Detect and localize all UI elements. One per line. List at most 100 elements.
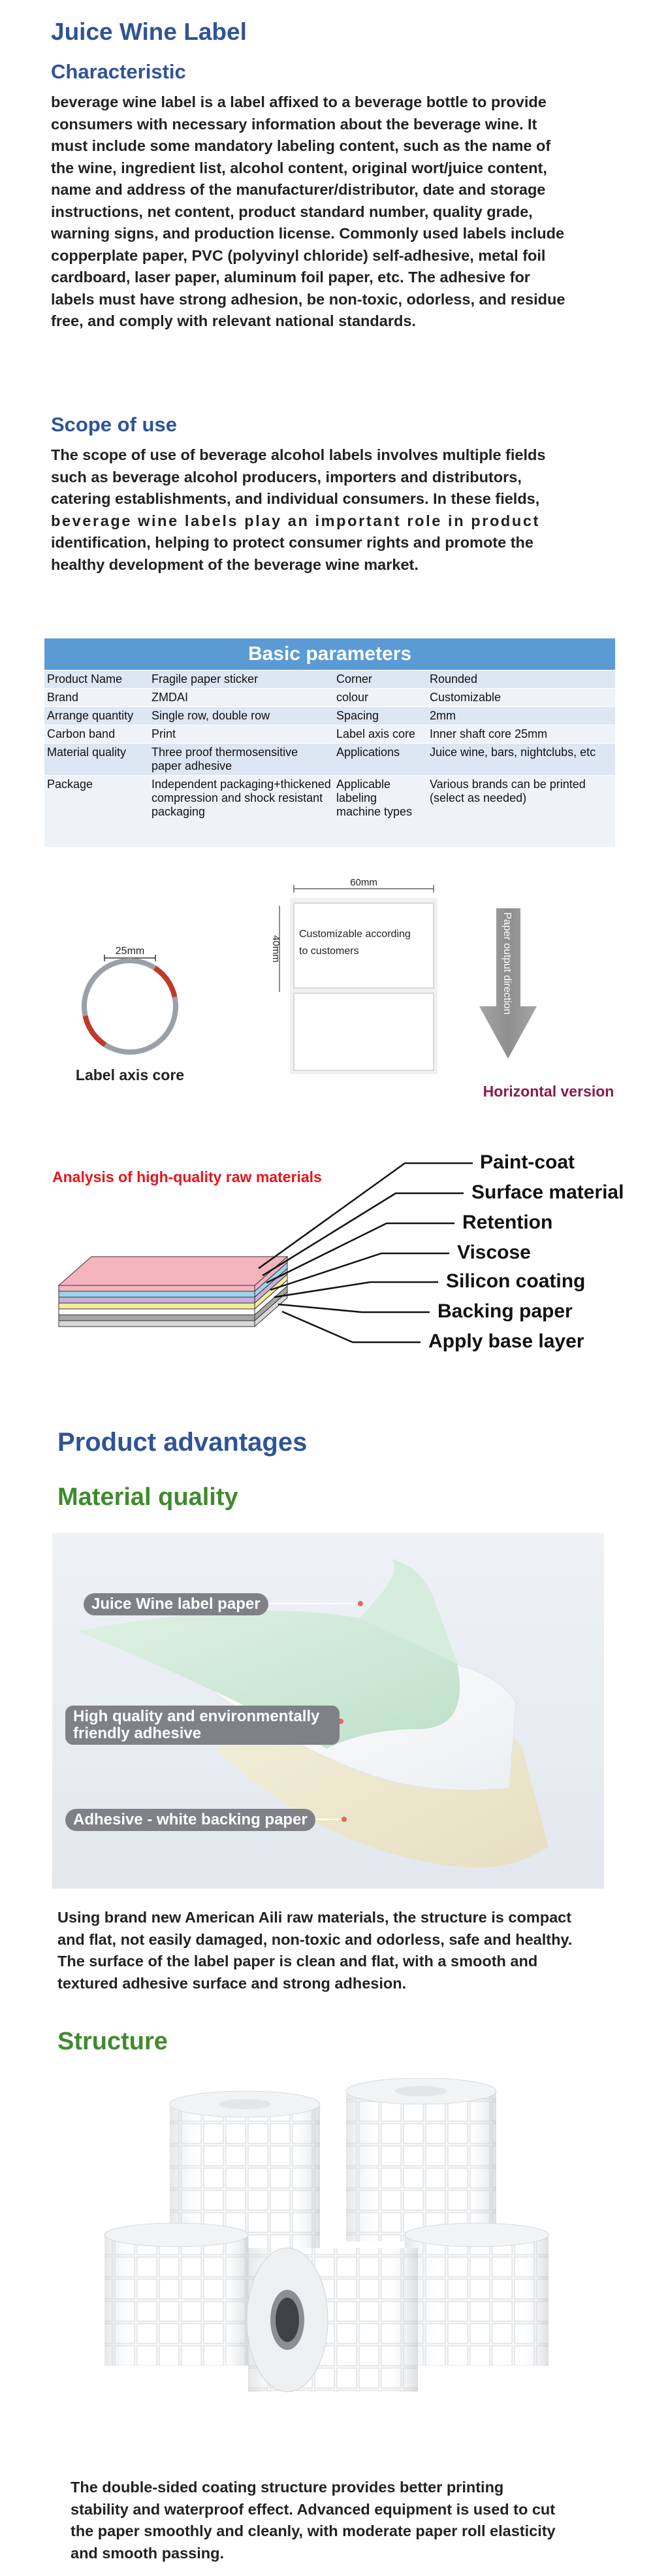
layer-top bbox=[57, 1256, 289, 1286]
layer-leader-lines bbox=[258, 1162, 473, 1344]
label-paper-layer bbox=[78, 1610, 460, 1749]
core-dimension-label: 25mm bbox=[116, 946, 144, 957]
table-cell: Single row, double row bbox=[149, 706, 334, 725]
structure-line: stability and waterproof effect. Advance… bbox=[71, 2500, 556, 2518]
label-sheet bbox=[293, 902, 434, 989]
layer-front bbox=[58, 1320, 255, 1327]
characteristic-line: name and address of the manufacturer/dis… bbox=[51, 181, 546, 198]
layer-analysis-diagram: Analysis of high-quality raw materials P… bbox=[52, 1151, 624, 1352]
parameters-heading: Basic parameters bbox=[44, 638, 616, 670]
table-cell: Applications bbox=[334, 742, 427, 775]
label-paper-curl bbox=[359, 1559, 457, 1664]
leader-dot bbox=[358, 1601, 363, 1606]
table-cell: Product Name bbox=[44, 669, 149, 688]
table-cell: Three proof thermosensitive paper adhesi… bbox=[149, 742, 334, 775]
label-rolls-illustration bbox=[104, 2078, 549, 2392]
layers-title: Analysis of high-quality raw materials bbox=[52, 1168, 322, 1185]
table-cell: ZMDAI bbox=[149, 687, 334, 706]
axis-core-figure: 25mm Label axis core bbox=[76, 946, 184, 1083]
roll-top bbox=[104, 2222, 249, 2247]
leader-dot bbox=[342, 1817, 347, 1822]
table-cell: Print bbox=[149, 724, 334, 743]
table-cell: Carbon band bbox=[44, 724, 149, 743]
roll-shading bbox=[346, 2091, 496, 2241]
axis-core-ring bbox=[82, 958, 178, 1055]
characteristic-line: instructions, net content, product stand… bbox=[51, 203, 533, 220]
table-row: Product Name Fragile paper sticker Corne… bbox=[44, 669, 616, 688]
layer-front bbox=[58, 1296, 255, 1304]
layer-label: Surface material bbox=[471, 1181, 624, 1203]
leader-line bbox=[266, 1222, 454, 1284]
material-heading: Material quality bbox=[57, 1483, 238, 1511]
layer-label: Viscose bbox=[457, 1242, 531, 1263]
layer-front bbox=[58, 1314, 255, 1321]
table-cell: Inner shaft core 25mm bbox=[427, 724, 616, 743]
leader-line bbox=[258, 1162, 473, 1270]
axis-core-caption: Label axis core bbox=[76, 1066, 184, 1083]
roll-shading bbox=[104, 2235, 248, 2366]
structure-line: the paper smoothly and cleanly, with mod… bbox=[71, 2522, 556, 2539]
table-cell: Independent packaging+thickened compress… bbox=[149, 774, 334, 847]
scope-line: beverage wine labels play an important r… bbox=[51, 512, 540, 529]
roll-top bbox=[404, 2222, 549, 2247]
table-cell: Various brands can be printed (select as… bbox=[427, 774, 616, 847]
material-tag: Juice Wine label paper bbox=[84, 1593, 268, 1615]
table-cell: Arrange quantity bbox=[44, 706, 149, 725]
label-dimension-diagram: 25mm Label axis core 60mm 40mm Customiza… bbox=[76, 877, 614, 1100]
table-row: Material quality Three proof thermosensi… bbox=[44, 742, 616, 775]
parameters-table: Basic parameters Product Name Fragile pa… bbox=[44, 638, 616, 847]
label-text: to customers bbox=[299, 946, 359, 957]
material-line: The surface of the label paper is clean … bbox=[57, 1953, 538, 1970]
leader-dot bbox=[338, 1719, 343, 1724]
characteristic-line: the wine, ingredient list, alcohol conte… bbox=[51, 159, 547, 176]
layer-label: Paint-coat bbox=[480, 1151, 575, 1173]
layer-label: Backing paper bbox=[438, 1300, 573, 1322]
version-caption: Horizontal version bbox=[483, 1083, 614, 1100]
characteristic-heading: Characteristic bbox=[51, 60, 186, 83]
material-paragraph: Using brand new American Aili raw materi… bbox=[57, 1907, 613, 1994]
roll-core bbox=[395, 2086, 447, 2096]
table-cell: Material quality bbox=[44, 742, 149, 775]
material-tag: High quality and environmentally friendl… bbox=[65, 1706, 340, 1745]
leader-line bbox=[270, 1252, 449, 1291]
layer-stack bbox=[57, 1255, 289, 1328]
height-dimension-label: 40mm bbox=[270, 935, 281, 963]
structure-heading: Structure bbox=[57, 2028, 168, 2055]
label-roll bbox=[345, 2078, 497, 2241]
table-cell: Brand bbox=[44, 687, 149, 706]
layer-side bbox=[254, 1291, 288, 1328]
table-cell: Customizable bbox=[427, 687, 616, 706]
material-tag: Adhesive - white backing paper bbox=[65, 1809, 315, 1831]
layer-label: Retention bbox=[462, 1212, 552, 1233]
label-text: Customizable according bbox=[299, 929, 411, 940]
layer-front bbox=[58, 1308, 255, 1315]
scope-line: catering establishments, and individual … bbox=[51, 490, 540, 507]
characteristic-line: free, and comply with relevant national … bbox=[51, 312, 416, 329]
characteristic-paragraph: beverage wine label is a label affixed t… bbox=[51, 91, 606, 333]
roll-core bbox=[219, 2099, 271, 2109]
table-row: Arrange quantity Single row, double row … bbox=[44, 706, 616, 725]
page-title: Juice Wine Label bbox=[51, 18, 247, 45]
table-cell: 2mm bbox=[427, 706, 616, 725]
layer-front bbox=[58, 1302, 255, 1310]
label-sheet bbox=[293, 993, 434, 1071]
scope-heading: Scope of use bbox=[51, 413, 177, 436]
leader-line bbox=[278, 1303, 430, 1313]
material-line: and flat, not easily damaged, non-toxic … bbox=[57, 1930, 573, 1948]
table-row: Brand ZMDAI colour Customizable bbox=[44, 687, 616, 706]
structure-paragraph: The double-sided coating structure provi… bbox=[71, 2477, 619, 2564]
material-photo: Juice Wine label paper High quality and … bbox=[52, 1533, 604, 1889]
label-roll bbox=[104, 2222, 249, 2366]
characteristic-line: must include some mandatory labeling con… bbox=[51, 137, 551, 154]
table-row: Carbon band Print Label axis core Inner … bbox=[44, 724, 616, 743]
scope-line: healthy development of the beverage wine… bbox=[51, 555, 419, 573]
structure-line: and smooth passing. bbox=[71, 2544, 225, 2562]
characteristic-line: labels must have strong adhesion, be non… bbox=[51, 290, 565, 308]
layer-labels: Paint-coat Surface material Retention Vi… bbox=[428, 1151, 624, 1352]
characteristic-line: consumers with necessary information abo… bbox=[51, 115, 537, 133]
label-sheets-figure: 60mm 40mm Customizable according to cust… bbox=[270, 877, 438, 1074]
advantages-heading: Product advantages bbox=[57, 1428, 308, 1457]
leader-line bbox=[281, 1310, 421, 1344]
roll-core-inner bbox=[276, 2298, 299, 2342]
label-roll-front bbox=[246, 2247, 418, 2392]
